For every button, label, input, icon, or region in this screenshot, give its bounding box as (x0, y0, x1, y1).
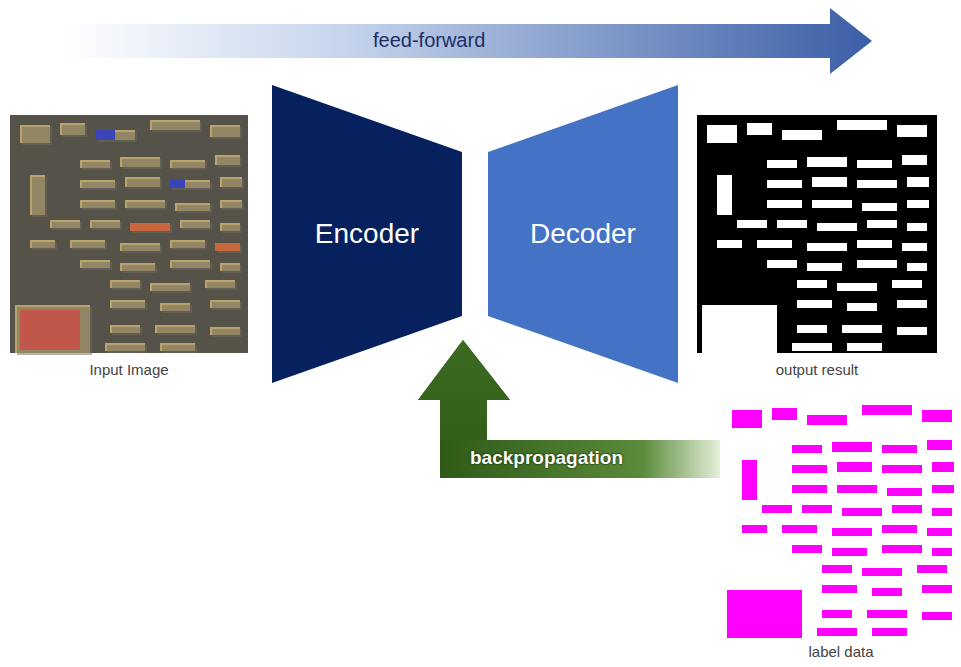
flow-label: feed-forward (373, 29, 485, 52)
network-block: Decoder (488, 85, 678, 383)
satellite-image (10, 115, 248, 355)
image-panel: Input Image (10, 115, 248, 380)
image-panel: output result (697, 115, 937, 380)
trapezoid-fill (272, 85, 462, 383)
image-caption: output result (697, 361, 937, 378)
trapezoid-fill (488, 85, 678, 383)
arrow-label: backpropagation (470, 447, 623, 469)
image-panel: label data (722, 400, 960, 662)
image-caption: label data (722, 643, 960, 660)
feed-forward-arrow (60, 8, 872, 74)
network-block: Encoder (272, 85, 462, 383)
image-caption: Input Image (10, 361, 248, 378)
label-image (722, 400, 960, 640)
block-title: Decoder (530, 218, 636, 250)
segmentation-output (697, 115, 937, 353)
backpropagation-arrow-head (418, 340, 510, 440)
block-title: Encoder (315, 218, 419, 250)
